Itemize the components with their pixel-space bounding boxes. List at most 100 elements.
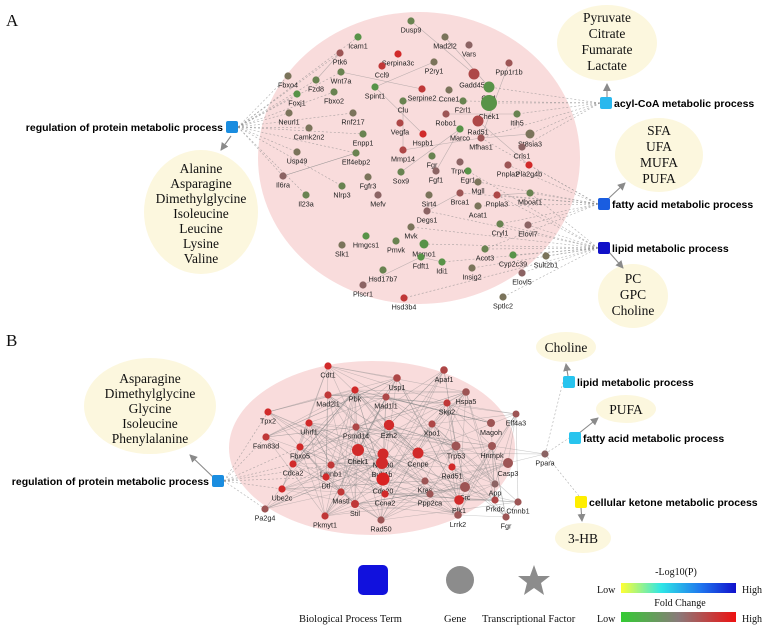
gene-node-pnpla2[interactable]: Pnpla2 xyxy=(497,161,519,179)
gene-node-hnrnpk[interactable]: Hnrnpk xyxy=(480,442,504,460)
gene-node-f2rl1[interactable]: F2rl1 xyxy=(455,97,471,115)
gene-node-fdft1[interactable]: Fdft1 xyxy=(413,253,429,271)
term-node-a-acyl-coa[interactable]: acyl-CoA metabolic process xyxy=(600,97,754,110)
gene-node-ccl9[interactable]: Ccl9 xyxy=(375,62,389,80)
gene-node-il23a[interactable]: Il23a xyxy=(298,191,314,209)
gene-node-neurl1[interactable]: Neurl1 xyxy=(278,109,300,127)
gene-node-skp2[interactable]: Skp2 xyxy=(439,399,455,417)
gene-node-foxj1[interactable]: Foxj1 xyxy=(288,90,306,108)
gene-node-nlrp3[interactable]: Nlrp3 xyxy=(333,182,351,200)
gene-node-chek1[interactable]: Chek1 xyxy=(348,444,369,466)
gene-node-itih5[interactable]: Itih5 xyxy=(510,110,524,128)
term-node-b-lipid[interactable]: lipid metabolic process xyxy=(563,376,694,389)
gene-node-fam83d[interactable]: Fam83d xyxy=(253,433,279,451)
gene-node-ppp2ca[interactable]: Ppp2ca xyxy=(418,490,442,508)
gene-node-enpp1[interactable]: Enpp1 xyxy=(353,130,374,148)
gene-node-wnt7a[interactable]: Wnt7a xyxy=(331,68,352,86)
gene-node-ppp1r1b[interactable]: Ppp1r1b xyxy=(495,59,523,77)
gene-node-prkdc[interactable]: Prkdc xyxy=(486,496,505,514)
gene-node-mefv[interactable]: Mefv xyxy=(370,191,386,209)
gene-node-pmvk[interactable]: Pmvk xyxy=(387,237,405,255)
gene-node-hspa5[interactable]: Hspa5 xyxy=(456,388,477,406)
gene-node-spint1[interactable]: Spint1 xyxy=(365,83,385,101)
gene-node-vars[interactable]: Vars xyxy=(462,41,477,59)
gene-node-brca1[interactable]: Brca1 xyxy=(451,189,470,207)
gene-node-elf4a3[interactable]: Elf4a3 xyxy=(506,410,526,428)
gene-node-fzd8[interactable]: Fzd8 xyxy=(308,76,324,94)
gene-node-clu[interactable]: Clu xyxy=(398,97,409,115)
gene-node-camk2n2[interactable]: Camk2n2 xyxy=(294,124,325,142)
gene-node-cenpe[interactable]: Cenpe xyxy=(407,447,429,469)
gene-node-xpo1[interactable]: Xpo1 xyxy=(424,420,441,438)
gene-node-sptlc2[interactable]: Sptlc2 xyxy=(493,293,513,311)
gene-node-sox9[interactable]: Sox9 xyxy=(393,168,409,186)
gene-node-fgr[interactable]: Fgr xyxy=(501,513,512,531)
gene-node-magoh[interactable]: Magoh xyxy=(480,419,502,437)
gene-node-hsd17b7[interactable]: Hsd17b7 xyxy=(369,266,398,284)
gene-node-pkmyt1[interactable]: Pkmyt1 xyxy=(313,512,337,530)
term-node-a-regulation[interactable]: regulation of protein metabolic process xyxy=(26,121,238,134)
term-node-b-regulation[interactable]: regulation of protein metabolic process xyxy=(12,475,224,488)
gene-node-uhrf1[interactable]: Uhrf1 xyxy=(300,419,318,437)
gene-node-fbxo5[interactable]: Fbxo5 xyxy=(290,443,310,461)
gene-node-fgr[interactable]: Fgr xyxy=(427,152,438,170)
gene-node-hspb1[interactable]: Hspb1 xyxy=(413,130,434,148)
gene-node-fgfr3[interactable]: Fgfr3 xyxy=(360,173,377,191)
gene-node-psmd14[interactable]: Psmd14 xyxy=(343,423,369,441)
gene-node-pnpla3[interactable]: Pnpla3 xyxy=(486,191,508,209)
gene-node-slk1[interactable]: Slk1 xyxy=(335,241,349,259)
gene-node-pa2g4[interactable]: Pa2g4 xyxy=(255,505,276,523)
gene-node-mad1l1[interactable]: Mad1l1 xyxy=(374,393,398,411)
term-node-b-ketone[interactable]: cellular ketone metabolic process xyxy=(575,496,758,509)
gene-node-cdc20[interactable]: Cdc20 xyxy=(373,472,394,496)
gene-node-dtl[interactable]: Dtl xyxy=(322,473,331,491)
gene-node-stil[interactable]: Stil xyxy=(350,500,360,518)
gene-node-usp49[interactable]: Usp49 xyxy=(287,148,308,166)
gene-node-cdt1[interactable]: Cdt1 xyxy=(320,362,336,380)
gene-node-crls1[interactable]: Crls1 xyxy=(514,143,531,161)
gene-node-idi1[interactable]: Idi1 xyxy=(436,258,448,276)
gene-node-app[interactable]: App xyxy=(489,480,502,498)
gene-node-rad51[interactable]: Rad51 xyxy=(441,463,463,481)
gene-node-plk1[interactable]: Plk1 xyxy=(452,495,466,515)
gene-node-ptk6[interactable]: Ptk6 xyxy=(333,49,347,67)
gene-node-st8sia3[interactable]: St8sia3 xyxy=(518,129,542,149)
gene-node-serpina3c[interactable]: Serpina3c xyxy=(382,50,415,68)
term-node-a-fatty-acid[interactable]: fatty acid metabolic process xyxy=(598,198,753,211)
gene-node-apaf1[interactable]: Apaf1 xyxy=(435,366,454,384)
gene-node-chek1[interactable]: Chek1 xyxy=(479,95,500,121)
gene-node-elovl5[interactable]: Elovl5 xyxy=(512,269,532,287)
gene-node-rad50[interactable]: Rad50 xyxy=(370,516,392,534)
gene-node-rad51[interactable]: Rad51 xyxy=(467,115,489,137)
gene-node-msmo1[interactable]: Msmo1 xyxy=(412,239,436,259)
gene-node-plscr1[interactable]: Plscr1 xyxy=(353,281,373,299)
gene-node-fgf1[interactable]: Fgf1 xyxy=(429,167,443,185)
gene-node-cryl1[interactable]: Cryl1 xyxy=(492,220,509,238)
gene-node-mgll[interactable]: Mgll xyxy=(471,178,485,196)
gene-node-ezh2[interactable]: Ezh2 xyxy=(381,419,397,440)
gene-node-il6ra[interactable]: Il6ra xyxy=(276,172,290,190)
gene-node-mad2l1[interactable]: Mad2l1 xyxy=(316,391,340,409)
gene-node-ppara[interactable]: Ppara xyxy=(535,450,555,468)
gene-node-mmp14[interactable]: Mmp14 xyxy=(391,146,415,164)
gene-node-ctnnb1[interactable]: Ctnnb1 xyxy=(506,498,530,516)
gene-node-trp53[interactable]: Trp53 xyxy=(447,441,466,461)
gene-node-sirt4[interactable]: Sirt4 xyxy=(422,191,437,209)
gene-node-p2ry1[interactable]: P2ry1 xyxy=(425,58,444,76)
gene-node-mastl[interactable]: Mastl xyxy=(332,488,350,506)
gene-node-ccna2[interactable]: Ccna2 xyxy=(375,490,396,508)
gene-node-hsd3b4[interactable]: Hsd3b4 xyxy=(392,294,417,312)
gene-node-sult2b1[interactable]: Sult2b1 xyxy=(534,252,558,270)
gene-node-gadd45a[interactable]: Gadd45a xyxy=(459,68,489,90)
gene-node-marco[interactable]: Marco xyxy=(450,125,470,143)
gene-node-kras[interactable]: Kras xyxy=(418,477,433,495)
gene-node-acat1[interactable]: Acat1 xyxy=(469,202,487,220)
gene-node-mboat1[interactable]: Mboat1 xyxy=(518,189,542,207)
gene-node-acot3[interactable]: Acot3 xyxy=(476,245,494,263)
gene-node-rnf217[interactable]: Rnf217 xyxy=(341,109,365,127)
gene-node-hmgcs1[interactable]: Hmgcs1 xyxy=(353,232,379,250)
gene-node-mfhas1[interactable]: Mfhas1 xyxy=(469,134,493,152)
gene-node-elf4ebp2[interactable]: Elf4ebp2 xyxy=(342,149,370,167)
gene-node-cyp2c39[interactable]: Cyp2c39 xyxy=(499,251,527,269)
gene-node-ccne1[interactable]: Ccne1 xyxy=(439,86,460,104)
